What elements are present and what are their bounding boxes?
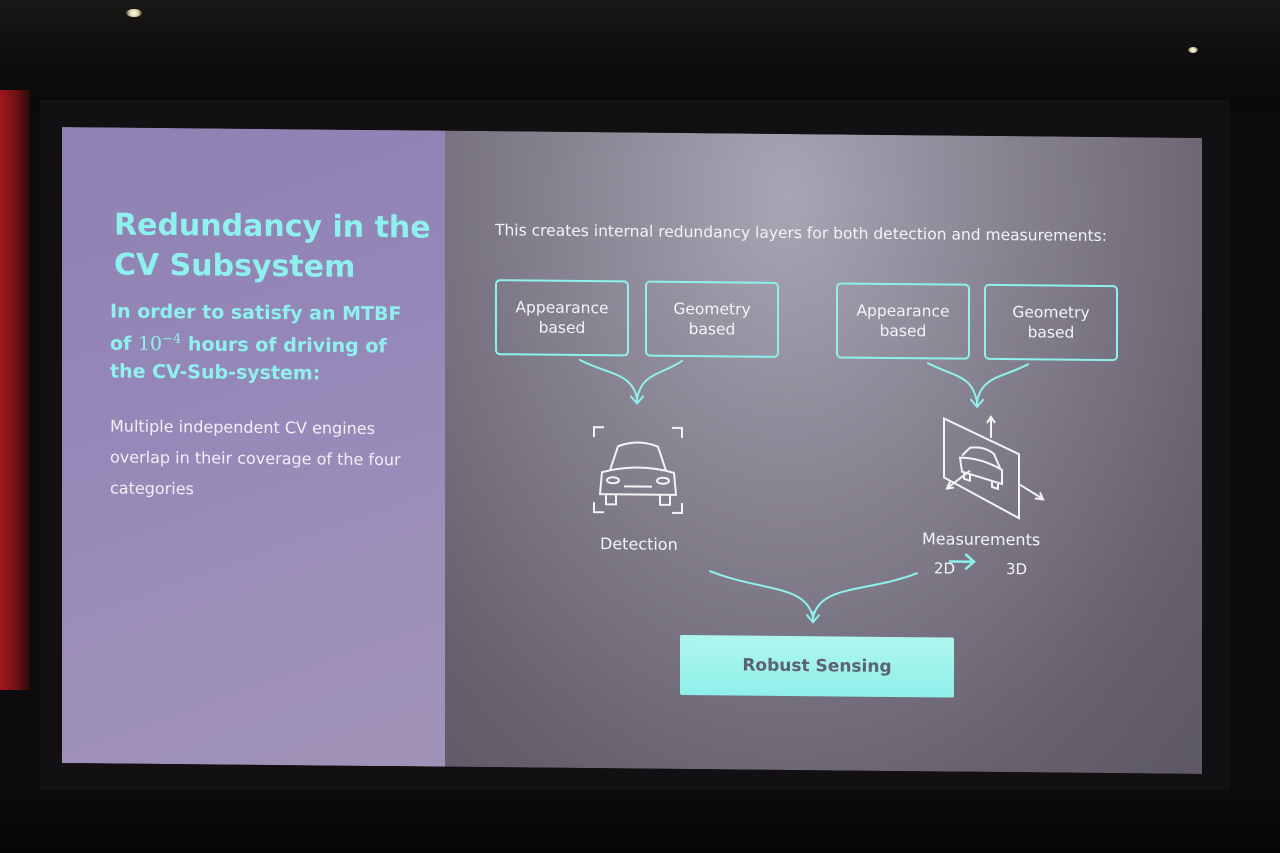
room-ceiling bbox=[0, 0, 1280, 110]
robust-sensing-box: Robust Sensing bbox=[680, 634, 954, 698]
merge-curve-left-a bbox=[579, 358, 638, 400]
measurements-label: Measurements bbox=[922, 529, 1041, 550]
merge-curve-bottom-a bbox=[709, 570, 814, 620]
ceiling-light bbox=[126, 9, 142, 17]
detection-label: Detection bbox=[600, 534, 678, 554]
merge-curve-right-a bbox=[927, 362, 978, 403]
right-arrow-icon bbox=[948, 553, 976, 570]
ceiling-light bbox=[1188, 47, 1198, 53]
merge-arrow-right bbox=[970, 396, 984, 409]
room-floor bbox=[0, 790, 1280, 853]
presentation-slide: Redundancy in the CV Subsystem In order … bbox=[62, 127, 1202, 774]
measurements-2d-label: 2D bbox=[934, 559, 956, 578]
merge-curve-bottom-b bbox=[812, 572, 918, 620]
merge-arrow-bottom bbox=[806, 611, 820, 624]
merge-curve-left-b bbox=[636, 359, 683, 400]
car-in-bounding-box-icon bbox=[593, 426, 683, 514]
merge-arrow-left bbox=[630, 393, 644, 406]
red-wall-backdrop bbox=[0, 90, 30, 690]
merge-curve-right-b bbox=[976, 363, 1029, 403]
car-on-3d-plane-with-axes-icon bbox=[943, 415, 1045, 520]
diagram-connectors bbox=[579, 358, 1045, 624]
measurements-3d-label: 3D bbox=[1006, 560, 1028, 579]
